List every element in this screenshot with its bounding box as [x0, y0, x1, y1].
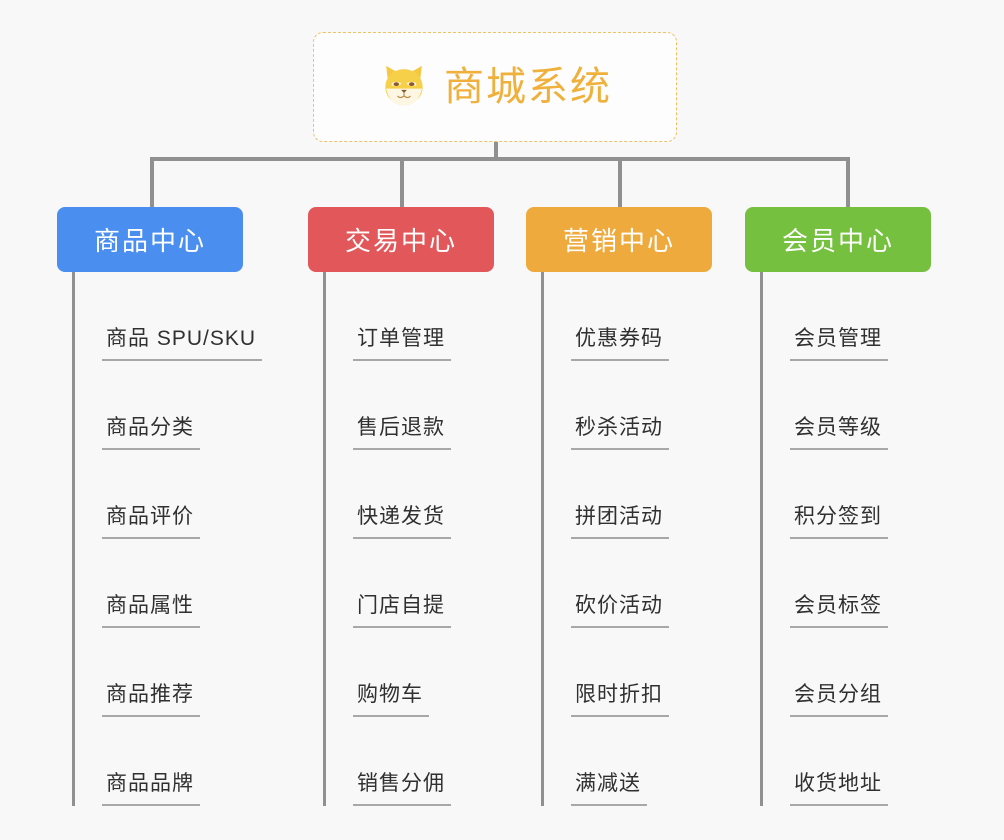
leaf-label: 商品推荐 — [102, 681, 200, 717]
branch-header-4[interactable]: 会员中心 — [745, 207, 931, 272]
leaf-item[interactable]: 优惠券码 — [541, 272, 761, 361]
leaf-label: 快递发货 — [353, 503, 451, 539]
leaf-item[interactable]: 会员管理 — [760, 272, 980, 361]
leaf-item[interactable]: 会员标签 — [760, 539, 980, 628]
leaf-item[interactable]: 商品评价 — [72, 450, 292, 539]
leaf-label: 商品属性 — [102, 592, 200, 628]
leaf-item[interactable]: 收货地址 — [760, 717, 980, 806]
leaf-item[interactable]: 商品 SPU/SKU — [72, 272, 292, 361]
leaf-item[interactable]: 售后退款 — [323, 361, 543, 450]
leaf-item[interactable]: 快递发货 — [323, 450, 543, 539]
connector-drop-4 — [846, 157, 850, 209]
leaf-item[interactable]: 秒杀活动 — [541, 361, 761, 450]
branch-header-2[interactable]: 交易中心 — [308, 207, 494, 272]
branch-spine-1 — [72, 272, 75, 806]
leaf-item[interactable]: 商品分类 — [72, 361, 292, 450]
leaf-label: 满减送 — [571, 770, 647, 806]
branch-column-1: 商品中心 商品 SPU/SKU 商品分类 商品评价 商品属性 商品推荐 商品品牌 — [57, 207, 263, 806]
leaf-list-2: 订单管理 售后退款 快递发货 门店自提 购物车 销售分佣 — [323, 272, 543, 806]
leaf-list-4: 会员管理 会员等级 积分签到 会员标签 会员分组 收货地址 — [760, 272, 980, 806]
leaf-label: 秒杀活动 — [571, 414, 669, 450]
branch-column-2: 交易中心 订单管理 售后退款 快递发货 门店自提 购物车 销售分佣 — [308, 207, 494, 806]
leaf-label: 积分签到 — [790, 503, 888, 539]
shiba-dog-face-icon — [378, 61, 430, 113]
leaf-item[interactable]: 商品属性 — [72, 539, 292, 628]
leaf-label: 商品品牌 — [102, 770, 200, 806]
connector-drop-1 — [150, 157, 154, 209]
branch-spine-4 — [760, 272, 763, 806]
branch-header-label-4: 会员中心 — [781, 226, 894, 256]
leaf-item[interactable]: 会员分组 — [760, 628, 980, 717]
leaf-item[interactable]: 商品品牌 — [72, 717, 292, 806]
branch-column-4: 会员中心 会员管理 会员等级 积分签到 会员标签 会员分组 收货地址 — [745, 207, 931, 806]
leaf-item[interactable]: 满减送 — [541, 717, 761, 806]
leaf-label: 销售分佣 — [353, 770, 451, 806]
leaf-item[interactable]: 限时折扣 — [541, 628, 761, 717]
root-title: 商城系统 — [444, 65, 612, 109]
leaf-label: 商品 SPU/SKU — [102, 325, 263, 361]
branch-header-1[interactable]: 商品中心 — [57, 207, 243, 272]
branch-header-label-3: 营销中心 — [562, 226, 675, 256]
leaf-item[interactable]: 购物车 — [323, 628, 543, 717]
leaf-item[interactable]: 砍价活动 — [541, 539, 761, 628]
branch-header-3[interactable]: 营销中心 — [526, 207, 712, 272]
branch-spine-3 — [541, 272, 544, 806]
leaf-item[interactable]: 积分签到 — [760, 450, 980, 539]
leaf-label: 购物车 — [353, 681, 429, 717]
leaf-label: 会员标签 — [790, 592, 888, 628]
leaf-item[interactable]: 会员等级 — [760, 361, 980, 450]
leaf-label: 商品评价 — [102, 503, 200, 539]
leaf-label: 售后退款 — [353, 414, 451, 450]
branch-header-label-1: 商品中心 — [93, 226, 206, 256]
leaf-label: 会员等级 — [790, 414, 888, 450]
leaf-item[interactable]: 订单管理 — [323, 272, 543, 361]
leaf-list-3: 优惠券码 秒杀活动 拼团活动 砍价活动 限时折扣 满减送 — [541, 272, 761, 806]
leaf-label: 收货地址 — [790, 770, 888, 806]
leaf-label: 会员管理 — [790, 325, 888, 361]
leaf-item[interactable]: 商品推荐 — [72, 628, 292, 717]
leaf-label: 会员分组 — [790, 681, 888, 717]
branch-header-label-2: 交易中心 — [344, 226, 457, 256]
leaf-label: 商品分类 — [102, 414, 200, 450]
leaf-item[interactable]: 销售分佣 — [323, 717, 543, 806]
root-node[interactable]: 商城系统 — [313, 32, 677, 142]
leaf-label: 限时折扣 — [571, 681, 669, 717]
leaf-item[interactable]: 门店自提 — [323, 539, 543, 628]
leaf-label: 砍价活动 — [571, 592, 669, 628]
connector-horizontal-bus — [150, 157, 850, 161]
branch-column-3: 营销中心 优惠券码 秒杀活动 拼团活动 砍价活动 限时折扣 满减送 — [526, 207, 712, 806]
leaf-label: 门店自提 — [353, 592, 451, 628]
leaf-list-1: 商品 SPU/SKU 商品分类 商品评价 商品属性 商品推荐 商品品牌 — [72, 272, 292, 806]
connector-drop-3 — [618, 157, 622, 209]
leaf-label: 优惠券码 — [571, 325, 669, 361]
leaf-item[interactable]: 拼团活动 — [541, 450, 761, 539]
connector-root-stem — [494, 142, 498, 160]
branch-spine-2 — [323, 272, 326, 806]
leaf-label: 拼团活动 — [571, 503, 669, 539]
leaf-label: 订单管理 — [353, 325, 451, 361]
connector-drop-2 — [400, 157, 404, 209]
